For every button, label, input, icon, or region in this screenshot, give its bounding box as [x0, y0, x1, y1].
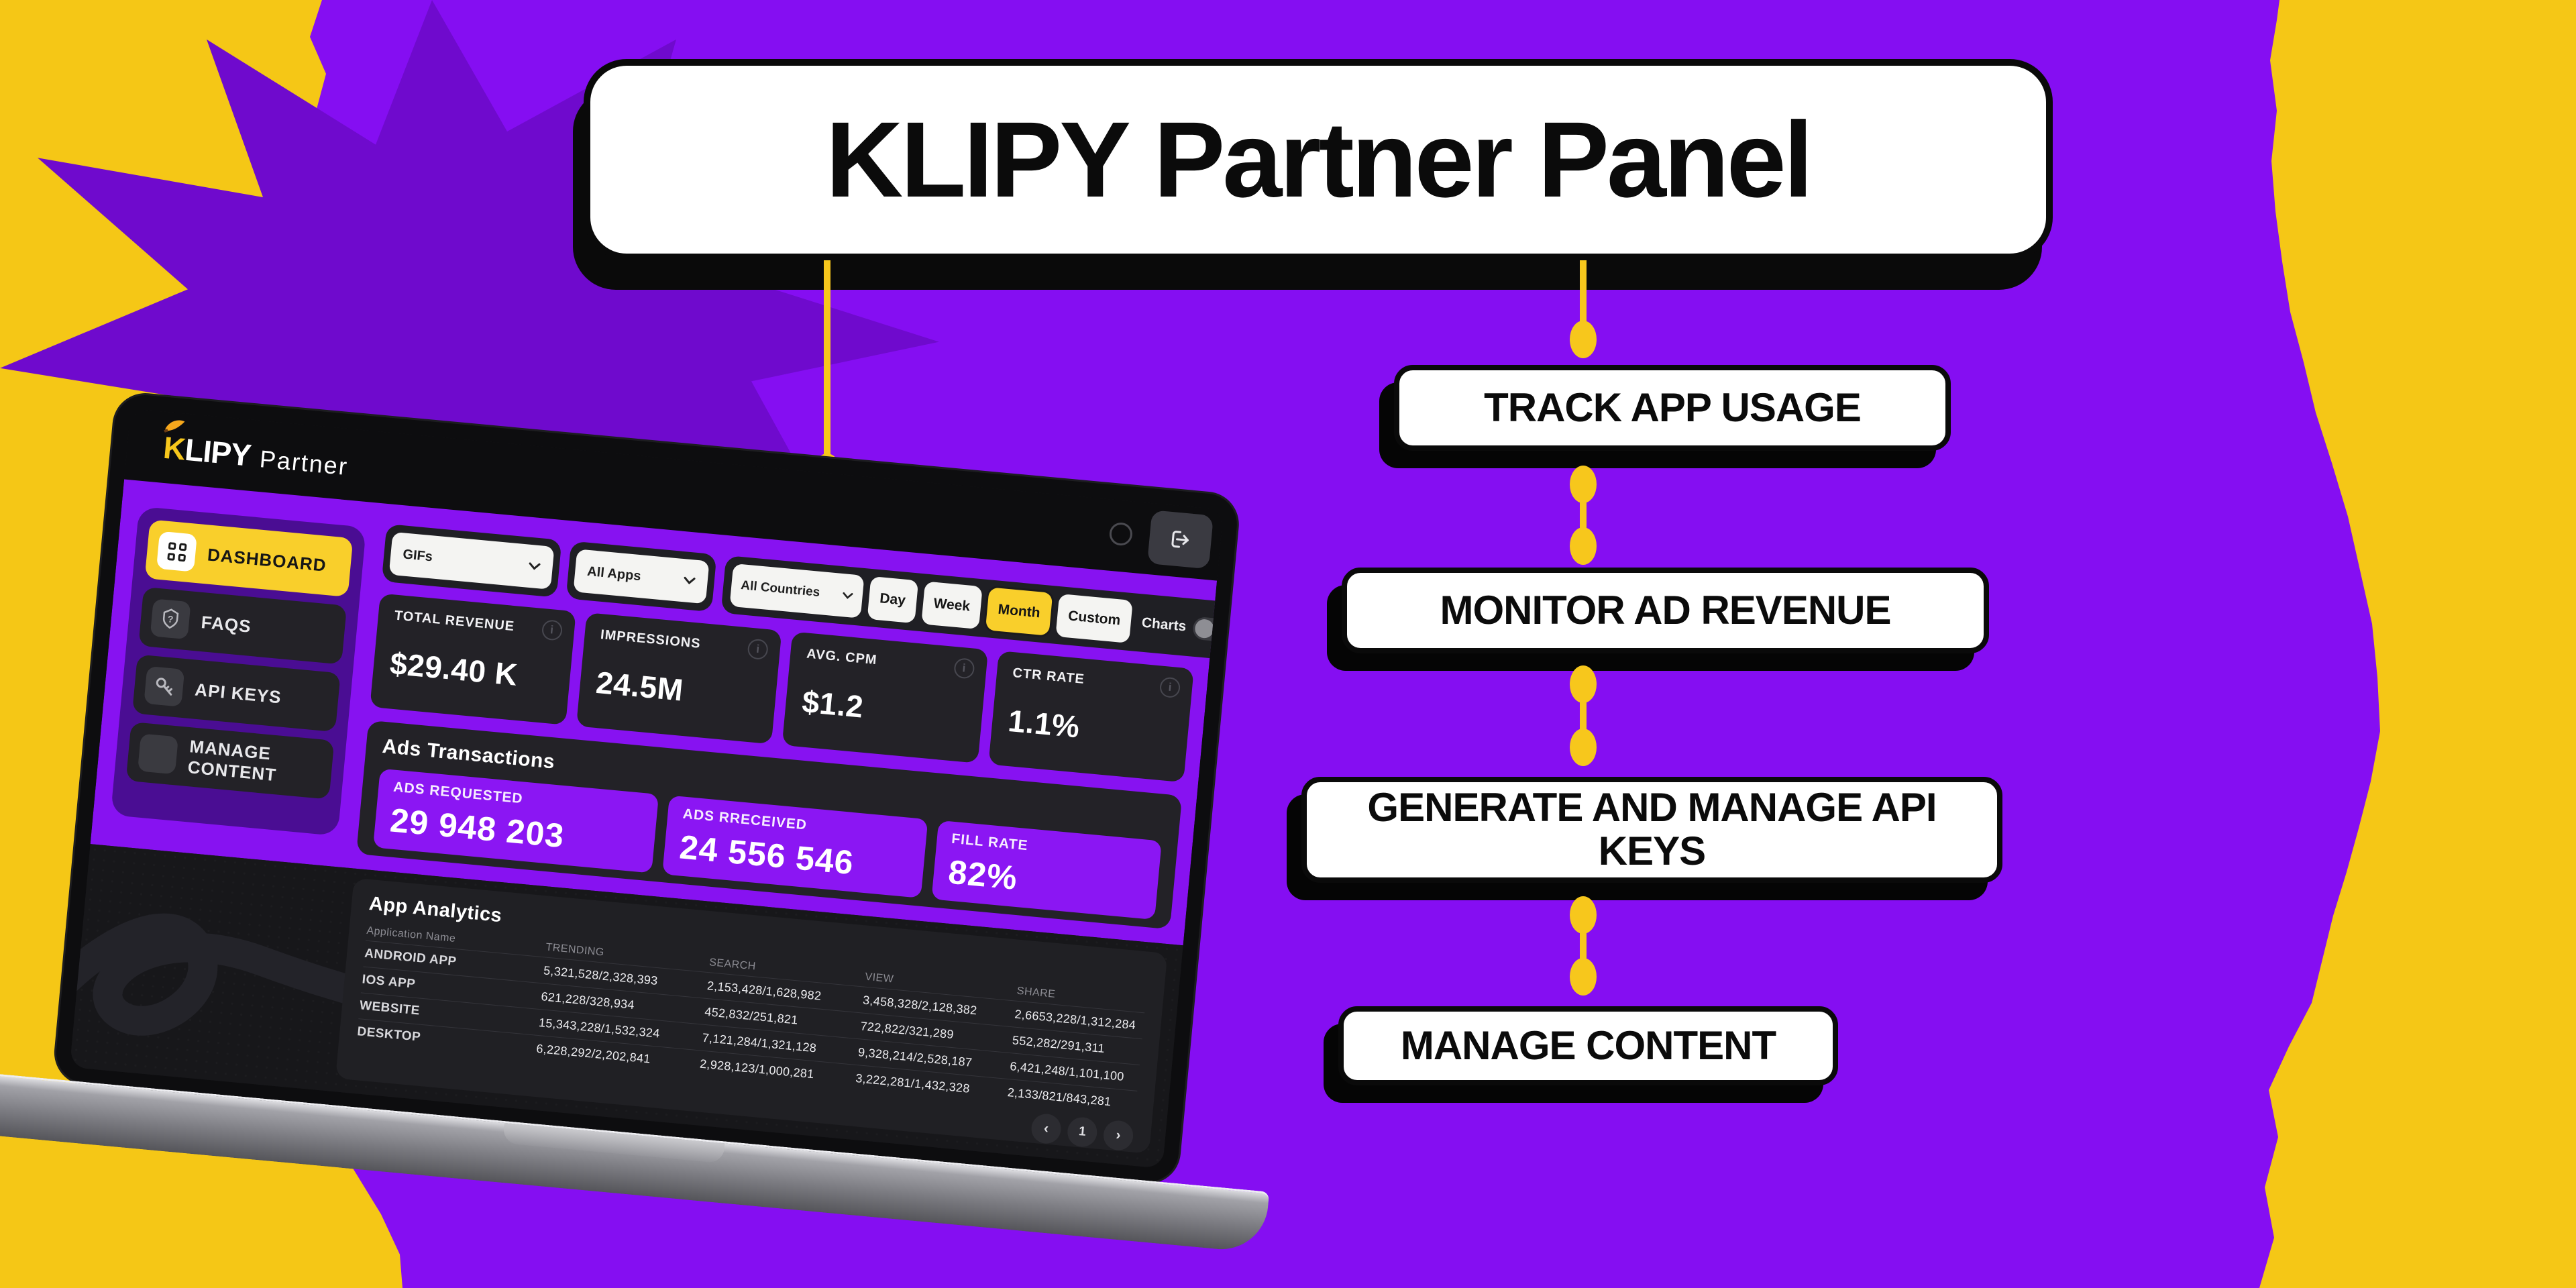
stat-value: 1.1%	[1006, 702, 1081, 745]
connector-line	[1580, 691, 1587, 733]
info-icon[interactable]: i	[747, 638, 769, 661]
callout-manage-content: MANAGE CONTENT	[1338, 1006, 1838, 1085]
sidebar-item-label: API KEYS	[194, 679, 282, 707]
toggle-knob	[1193, 618, 1215, 639]
callout-label: MONITOR AD REVENUE	[1440, 587, 1891, 633]
stat-label: AVG. CPM	[806, 646, 878, 668]
stat-label: IMPRESSIONS	[600, 627, 702, 651]
stat-value: $29.40 K	[388, 645, 519, 692]
countries-dropdown[interactable]: All Countries	[729, 563, 865, 619]
content-type-dropdown[interactable]: GIFs	[388, 531, 555, 590]
sidebar-item-manage-content[interactable]: MANAGE CONTENT	[125, 722, 335, 800]
stat-card-impressions: IMPRESSIONS i 24.5M	[576, 612, 782, 745]
stat-card-ctr-rate: CTR RATE i 1.1%	[987, 650, 1194, 783]
countries-value: All Countries	[740, 578, 821, 600]
stat-label: CTR RATE	[1012, 665, 1085, 687]
page-title: KLIPY Partner Panel	[825, 99, 1813, 219]
lower-section: App Analytics Application Name TRENDING …	[69, 844, 1183, 1169]
logout-button[interactable]	[1147, 510, 1214, 570]
charts-toggle[interactable]	[1191, 616, 1224, 643]
range-month-button[interactable]: Month	[985, 587, 1053, 636]
dashboard-body: DASHBOARD ? FAQS	[90, 479, 1224, 946]
page-number: 1	[1078, 1124, 1087, 1140]
sidebar: DASHBOARD ? FAQS	[110, 506, 367, 837]
connector-dot	[1570, 321, 1597, 358]
content-type-value: GIFs	[402, 546, 433, 564]
content-type-filter-group: GIFs	[381, 523, 562, 598]
range-filter-group: All Countries Day Week Month Custom Char…	[720, 555, 1224, 661]
range-custom-button[interactable]: Custom	[1055, 593, 1133, 643]
logout-icon	[1171, 531, 1189, 548]
svg-text:?: ?	[167, 613, 174, 625]
range-week-button[interactable]: Week	[920, 581, 983, 630]
ads-requested-pill: ADS REQUESTED 29 948 203	[372, 768, 659, 873]
banana-icon	[164, 420, 185, 433]
sidebar-item-faqs[interactable]: ? FAQS	[138, 586, 347, 665]
charts-label: Charts	[1140, 614, 1187, 635]
callout-label: GENERATE AND MANAGE API KEYS	[1367, 785, 1937, 873]
question-icon: ?	[150, 598, 191, 640]
connector-dot	[1570, 527, 1597, 565]
chevron-down-icon	[529, 562, 541, 570]
range-label: Week	[932, 595, 971, 614]
callout-generate-manage-api-keys: GENERATE AND MANAGE API KEYS	[1301, 777, 2002, 883]
apps-value: All Apps	[586, 564, 642, 584]
prev-icon: ‹	[1043, 1120, 1050, 1136]
sidebar-item-label: FAQS	[200, 611, 252, 637]
fill-rate-pill: FILL RATE 82%	[931, 820, 1162, 920]
chevron-down-icon	[843, 592, 853, 599]
connector-line	[824, 260, 830, 462]
sidebar-item-label: MANAGE CONTENT	[186, 736, 278, 786]
connector-dot	[1570, 729, 1597, 766]
stat-card-total-revenue: TOTAL REVENUE i $29.40 K	[370, 593, 576, 725]
current-page-button[interactable]: 1	[1066, 1116, 1099, 1148]
next-page-button[interactable]: ›	[1102, 1119, 1135, 1152]
range-day-button[interactable]: Day	[867, 576, 918, 624]
callout-label: TRACK APP USAGE	[1484, 384, 1862, 430]
connector-line	[1580, 260, 1587, 325]
key-icon	[144, 665, 185, 707]
logo-lipy: LIPY	[183, 431, 253, 473]
share-value: 2,133/821/843,281	[1007, 1085, 1112, 1108]
range-label: Day	[879, 590, 906, 608]
sidebar-item-dashboard[interactable]: DASHBOARD	[144, 519, 354, 598]
avatar[interactable]	[1108, 521, 1134, 547]
sidebar-item-label: DASHBOARD	[206, 544, 327, 576]
content-icon	[138, 733, 178, 775]
title-banner: KLIPY Partner Panel	[584, 59, 2053, 260]
stat-value: $1.2	[800, 684, 865, 724]
filter-bar: GIFs All Apps All Coun	[381, 523, 1224, 661]
connector-line	[1580, 490, 1587, 533]
apps-dropdown[interactable]: All Apps	[573, 549, 710, 604]
main-content: GIFs All Apps All Coun	[355, 504, 1224, 944]
callout-track-app-usage: TRACK APP USAGE	[1394, 365, 1951, 451]
stat-card-avg-cpm: AVG. CPM i $1.2	[782, 631, 988, 763]
apps-filter-group: All Apps	[566, 541, 717, 612]
prev-page-button[interactable]: ‹	[1030, 1112, 1063, 1145]
connector-dot	[1570, 958, 1597, 996]
logo-partner: Partner	[258, 445, 350, 481]
range-label: Month	[997, 601, 1041, 621]
range-label: Custom	[1067, 608, 1122, 629]
callout-monitor-ad-revenue: MONITOR AD REVENUE	[1342, 568, 1989, 653]
connector-line	[1580, 920, 1587, 963]
grid-icon	[156, 531, 197, 572]
stat-value: 24.5M	[594, 664, 685, 708]
sidebar-item-api-keys[interactable]: API KEYS	[131, 654, 341, 733]
header-actions	[1107, 506, 1214, 570]
callout-label: MANAGE CONTENT	[1400, 1022, 1776, 1068]
stat-label: TOTAL REVENUE	[394, 608, 515, 635]
chevron-down-icon	[684, 576, 696, 585]
info-icon[interactable]: i	[1159, 676, 1181, 699]
ads-received-pill: ADS RRECEIVED 24 556 546	[662, 795, 928, 898]
next-icon: ›	[1115, 1127, 1122, 1143]
